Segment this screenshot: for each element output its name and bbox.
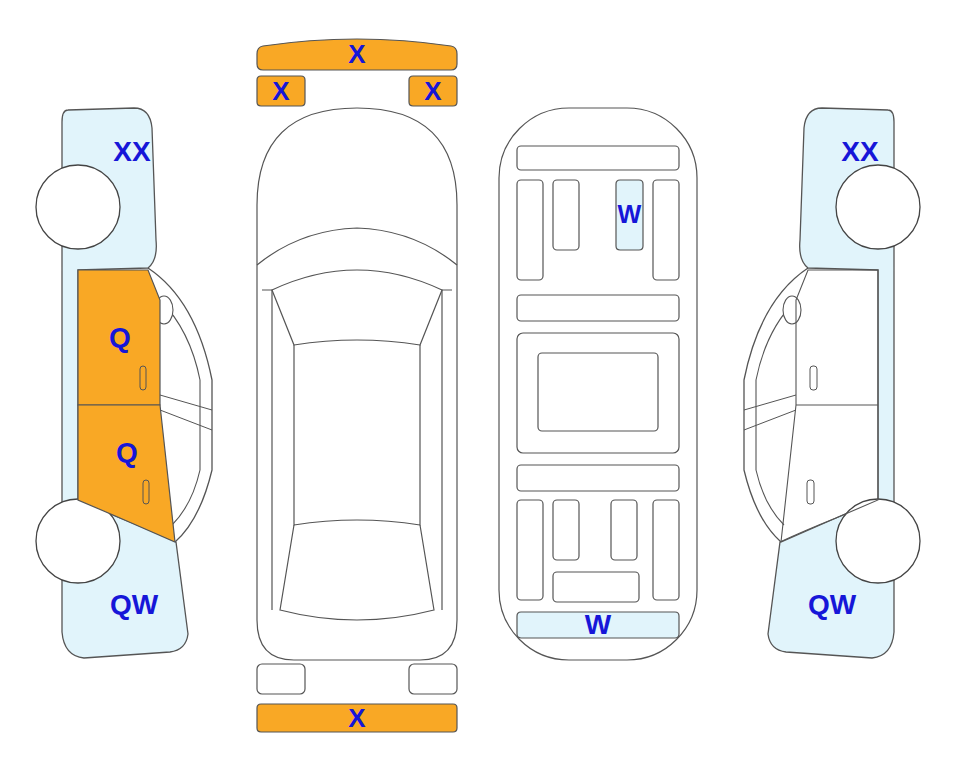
top-view [257, 108, 457, 694]
damage-code: X [348, 41, 365, 67]
rear-underside-bar: W [517, 612, 679, 638]
fender-label: XX [113, 138, 150, 166]
fender-label: XX [841, 138, 878, 166]
rear-door: Q [78, 405, 176, 542]
underside-view [499, 108, 697, 660]
left-side-view [36, 108, 212, 658]
front-left-light: X [257, 76, 305, 106]
quarter-label: QW [808, 591, 856, 619]
part-shape [78, 405, 176, 542]
front-right-light: X [409, 76, 457, 106]
rear-bumper: X [257, 704, 457, 732]
damage-code: X [272, 78, 289, 104]
right-side-view [744, 108, 920, 658]
damage-code: Q [109, 324, 131, 352]
underside-part: W [616, 180, 643, 250]
damage-code: X [424, 78, 441, 104]
damage-code: W [585, 611, 611, 639]
quarter-label: QW [110, 591, 158, 619]
front-door: Q [78, 270, 162, 405]
damage-code: Q [116, 439, 138, 467]
damage-code: W [618, 202, 642, 227]
damage-code: X [348, 705, 365, 731]
front-bumper: X [257, 38, 457, 70]
